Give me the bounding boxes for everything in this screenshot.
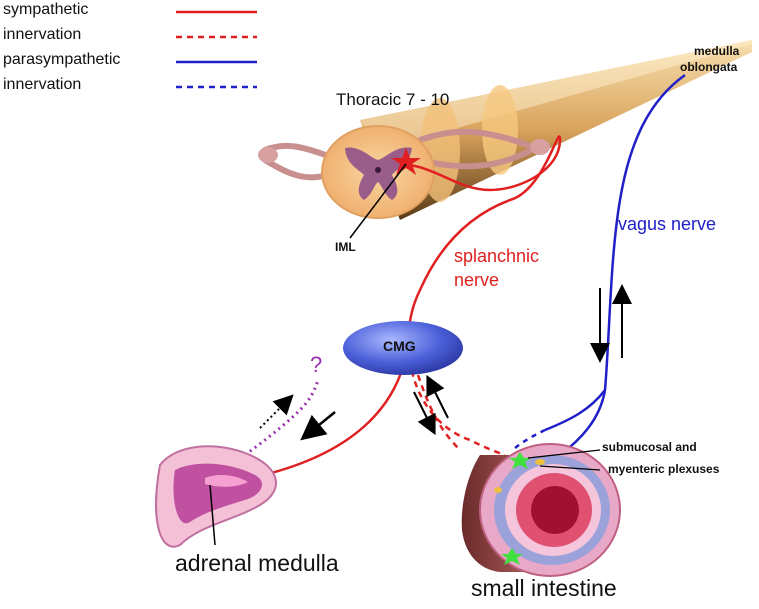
cmg-intestine-arrow-up	[426, 374, 449, 419]
cmg-intestine-arrow-down	[413, 391, 436, 436]
legend-parasympathetic-label: parasympathetic	[3, 51, 121, 68]
splanchnic-label: splanchnic	[454, 246, 540, 266]
legend-sympathetic-innervation-label: innervation	[3, 26, 82, 43]
medulla-label: medulla	[694, 44, 740, 58]
central-canal	[375, 167, 381, 173]
unknown-pathway-dotted	[209, 379, 320, 480]
root-ganglia	[258, 139, 550, 163]
vagus-branch-path	[544, 389, 606, 432]
vagus-nerve-label: vagus nerve	[618, 214, 717, 234]
plexus-markers	[501, 452, 531, 565]
vagus-dashed-path	[514, 428, 546, 449]
cmg-label: CMG	[383, 338, 416, 354]
splanchnic-nerve-path	[406, 135, 562, 346]
legend-sympathetic-label: sympathetic	[3, 1, 89, 18]
unknown-question-mark: ?	[310, 352, 323, 377]
iml-label: IML	[335, 240, 356, 254]
plexus-ganglia	[494, 459, 545, 493]
sympathetic-to-intestine-dashed-2	[416, 374, 461, 451]
spinal-cord	[360, 40, 752, 220]
small-intestine-label: small intestine	[471, 575, 617, 601]
iml-pointer-line	[349, 163, 407, 239]
plexus-label-line1: submucosal and	[602, 440, 697, 454]
plexus-pointer-line-1	[527, 449, 601, 459]
cmg-ganglion	[343, 321, 463, 375]
adrenal-medulla-label: adrenal medulla	[175, 550, 339, 576]
iml-star-marker	[391, 148, 421, 175]
adrenal-gland	[155, 445, 277, 548]
small-intestine	[461, 443, 621, 577]
plexus-pointer-line-2	[539, 465, 601, 471]
sympathetic-to-intestine-dashed	[408, 359, 506, 457]
nerve-label: nerve	[454, 270, 500, 290]
thoracic-label: Thoracic 7 - 10	[336, 90, 450, 109]
oblongata-label: oblongata	[680, 60, 738, 74]
adrenal-pointer-line	[209, 484, 216, 546]
adrenal-dotted-arrow	[259, 394, 294, 429]
legend-parasympathetic-innervation-label: innervation	[3, 76, 82, 93]
plexus-label-line2: myenteric plexuses	[608, 462, 720, 476]
adrenal-arrow	[300, 411, 336, 441]
